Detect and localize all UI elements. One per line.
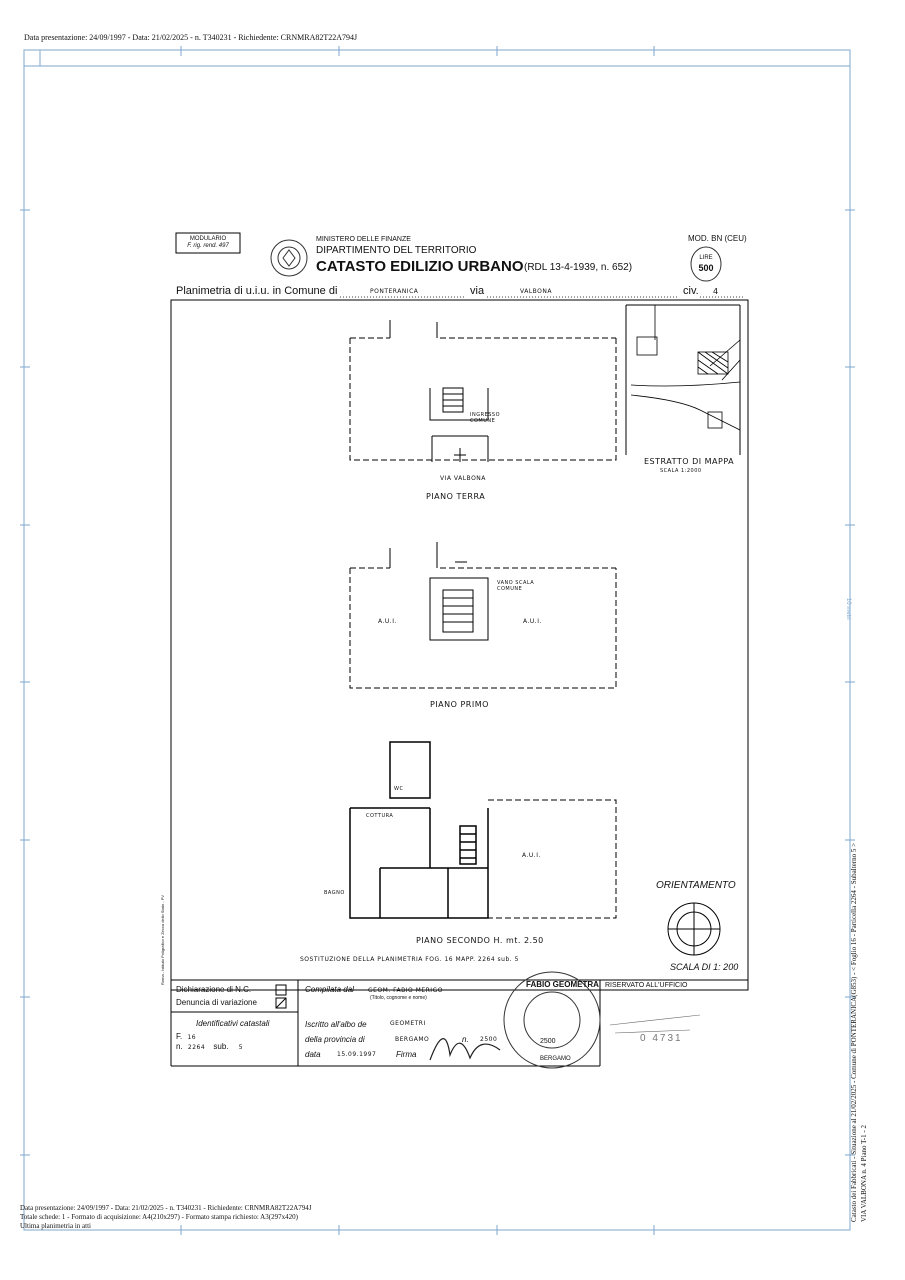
right-vertical-address: VIA VALBONA n. 4 Piano T-1 - 2 bbox=[860, 1125, 868, 1222]
piano-primo-label: PIANO PRIMO bbox=[430, 700, 489, 709]
sostituzione-label: SOSTITUZIONE DELLA PLANIMETRIA FOG. 16 M… bbox=[300, 956, 519, 963]
catasto-title: CATASTO EDILIZIO URBANO bbox=[316, 258, 524, 275]
provincia-value: BERGAMO bbox=[395, 1036, 430, 1043]
ingresso-comune-label: INGRESSO COMUNE bbox=[470, 412, 501, 424]
compilata-note: (Titolo, cognome e nome) bbox=[370, 995, 427, 1001]
civ-value: 4 bbox=[713, 287, 719, 296]
sub-label: sub. bbox=[213, 1042, 229, 1051]
n-value: 2264 bbox=[187, 1044, 206, 1051]
orientamento-label: ORIENTAMENTO bbox=[656, 880, 736, 891]
scala-label: SCALA DI 1: 200 bbox=[670, 962, 739, 972]
firma-label: Firma bbox=[396, 1050, 417, 1059]
lire-label: LIRE bbox=[699, 255, 713, 261]
via-valbona-label: VIA VALBONA bbox=[440, 475, 486, 482]
planimetria-label: Planimetria di u.i.u. in Comune di bbox=[176, 285, 338, 297]
f-value: 16 bbox=[187, 1034, 197, 1041]
data-label: data bbox=[305, 1050, 321, 1059]
compilata-value: GEOM. FABIO MERIGO bbox=[368, 987, 443, 994]
f-row: F. 16 bbox=[176, 1032, 196, 1041]
provincia-label: della provincia di bbox=[305, 1035, 365, 1044]
footer-line-2: Totale schede: 1 - Formato di acquisizio… bbox=[20, 1213, 298, 1221]
mod-label: MOD. BN (CEU) bbox=[688, 234, 747, 243]
n-row: n. 2264 sub. 5 bbox=[176, 1042, 243, 1051]
stamp-top: FABIO GEOMETRA bbox=[526, 980, 599, 989]
piano-terra-label: PIANO TERRA bbox=[426, 492, 486, 501]
vano-scala-label: VANO SCALA COMUNE bbox=[497, 580, 535, 592]
cottura-label: COTTURA bbox=[366, 813, 394, 819]
n-label: n. bbox=[176, 1042, 183, 1051]
n2-label: n. bbox=[462, 1035, 469, 1044]
stamp-number: 2500 bbox=[540, 1038, 556, 1045]
identificativi-label: Identificativi catastali bbox=[196, 1019, 270, 1028]
aui-second-label: A.U.I. bbox=[522, 852, 541, 859]
printer-note: Roma - Istituto Poligrafico e Zecca dell… bbox=[160, 894, 165, 985]
data-value: 15.09.1997 bbox=[337, 1051, 377, 1058]
iscritto-value: GEOMETRI bbox=[390, 1020, 426, 1027]
riservato-label: RISERVATO ALL'UFFICIO bbox=[605, 982, 688, 989]
compilata-label: Compilata dal bbox=[305, 985, 354, 994]
footer-line-1: Data presentazione: 24/09/1997 - Data: 2… bbox=[20, 1204, 312, 1212]
ministry-label: MINISTERO DELLE FINANZE bbox=[316, 236, 411, 243]
catasto-reference: (RDL 13-4-1939, n. 652) bbox=[524, 262, 633, 273]
footer-block: Data presentazione: 24/09/1997 - Data: 2… bbox=[20, 1204, 312, 1231]
department-label: DIPARTIMENTO DEL TERRITORIO bbox=[316, 245, 477, 256]
iscritto-label: Iscritto all'albo de bbox=[305, 1020, 367, 1029]
denuncia-label: Denuncia di variazione bbox=[176, 998, 257, 1007]
comune-value: PONTERANICA bbox=[370, 288, 419, 295]
piano-secondo-label: PIANO SECONDO H. mt. 2.50 bbox=[416, 936, 544, 945]
modulario-label: MODULARIO bbox=[189, 236, 227, 242]
modulario-box: MODULARIO F. rig. rend. 497 bbox=[178, 236, 238, 250]
estratto-scala-label: SCALA 1:2000 bbox=[660, 468, 702, 474]
n2-value: 2500 bbox=[480, 1036, 498, 1043]
scale-mark: 10 metri bbox=[845, 598, 851, 620]
sub-value: 5 bbox=[238, 1044, 244, 1051]
via-label: via bbox=[470, 285, 485, 297]
header-presentation-line: Data presentazione: 24/09/1997 - Data: 2… bbox=[24, 33, 358, 42]
via-value: VALBONA bbox=[520, 288, 552, 295]
estratto-mappa-label: ESTRATTO DI MAPPA bbox=[644, 457, 735, 466]
wc-label: WC bbox=[394, 786, 404, 792]
aui-left-label: A.U.I. bbox=[378, 618, 397, 625]
civ-label: civ. bbox=[683, 285, 699, 297]
modulario-code: F. rig. rend. 497 bbox=[187, 243, 229, 249]
footer-line-3: Ultima planimetria in atti bbox=[20, 1222, 91, 1230]
lire-value: 500 bbox=[698, 263, 714, 273]
aui-right-label: A.U.I. bbox=[523, 618, 542, 625]
office-number: 0 4731 bbox=[640, 1033, 683, 1044]
f-label: F. bbox=[176, 1032, 183, 1041]
bagno-label: BAGNO bbox=[324, 890, 345, 896]
dichiarazione-label: Dichiarazione di N.C. bbox=[176, 985, 252, 994]
stamp-bottom: BERGAMO bbox=[540, 1056, 571, 1062]
right-vertical-situazione: Catasto dei Fabbricati - Situazione al 2… bbox=[850, 842, 858, 1222]
